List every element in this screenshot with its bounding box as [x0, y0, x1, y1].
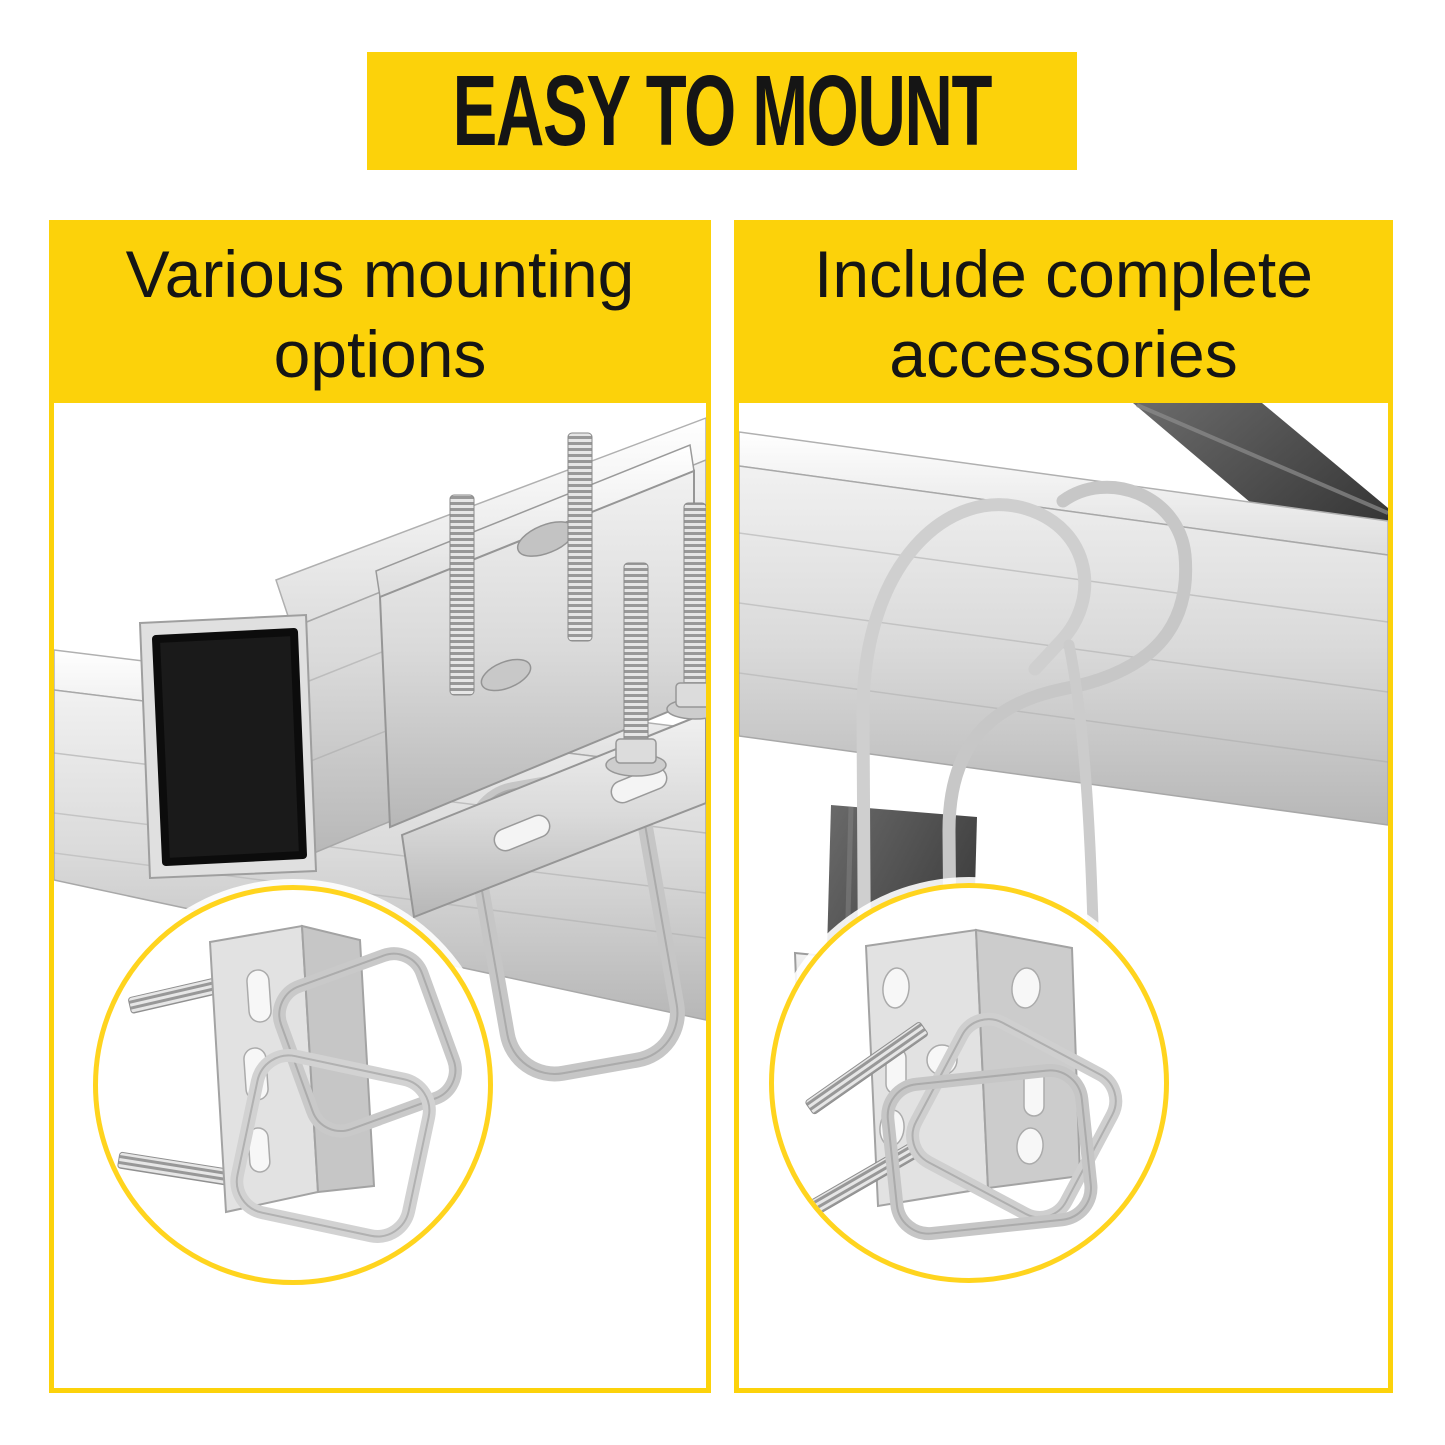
bracket-u-bolts-detail	[117, 924, 462, 1243]
panel-header-right-label: Include complete accessories	[814, 237, 1313, 391]
banner-title: EASY TO MOUNT	[452, 55, 993, 167]
panel-header-left-label: Various mounting options	[125, 237, 635, 391]
bracket-u-bolts-detail	[780, 928, 1123, 1241]
mounting-options-illustration	[54, 417, 706, 1082]
hex-nut	[615, 738, 657, 764]
panel-various-mounting: Various mounting options	[49, 220, 711, 1393]
bracket-plate	[864, 928, 1082, 1208]
panel-complete-accessories: Include complete accessories	[734, 220, 1393, 1393]
square-u-bolt	[272, 947, 462, 1138]
panel-header-left: Various mounting options	[54, 225, 706, 403]
square-u-bolt	[230, 1048, 436, 1243]
panel-header-right: Include complete accessories	[739, 225, 1388, 403]
square-u-bolt	[881, 1063, 1098, 1241]
hardware-detail-inset-left	[93, 885, 493, 1285]
mounting-options-photo	[54, 403, 706, 1388]
hex-nut	[675, 682, 706, 708]
tube-end-cap	[152, 628, 307, 866]
threaded-studs	[449, 432, 706, 777]
threaded-rod	[805, 1022, 928, 1115]
hardware-detail-inset-right	[769, 883, 1169, 1283]
title-banner: EASY TO MOUNT	[367, 52, 1077, 170]
